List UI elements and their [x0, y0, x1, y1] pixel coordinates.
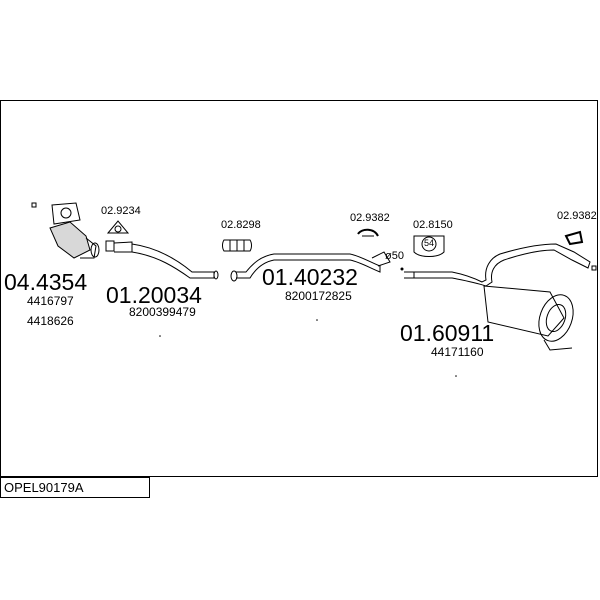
fitting-number-label: 02.8298 [221, 219, 261, 231]
fitting-number-label: 02.9382 [557, 210, 597, 222]
hanger-02-9382-b [564, 230, 584, 246]
dot-mark [455, 375, 457, 377]
part-number-label: 01.40232 [262, 264, 358, 290]
clamp-02-8298 [222, 239, 252, 252]
part-number-label: 01.60911 [400, 320, 495, 346]
dot-mark [400, 267, 404, 271]
dot-mark [159, 335, 161, 337]
fitting-number-label: 02.9382 [350, 212, 390, 224]
fitting-number-label: 02.9234 [101, 205, 141, 217]
hanger-02-9382-a [357, 228, 379, 237]
fitting-number-label: 02.8150 [413, 219, 453, 231]
part-ref-label: 44171160 [431, 345, 484, 359]
part-ref-label: 8200399479 [129, 305, 196, 319]
clamp-02-8150 [413, 235, 445, 257]
part-number-label: 04.4354 [4, 269, 88, 295]
part-number-label: 01.20034 [106, 282, 202, 308]
pipe-diameter-label: ø50 [385, 250, 404, 262]
diagram-frame [0, 100, 598, 477]
rear-silencer-01-60911 [404, 243, 591, 351]
clamp-size-label: 54 [424, 238, 435, 248]
dot-mark [316, 319, 318, 321]
pipe-bracket [371, 251, 391, 267]
part-ref-label: 4418626 [27, 314, 74, 328]
front-pipe-01-20034 [105, 240, 219, 280]
marker-square [31, 202, 37, 208]
gasket-02-9234 [106, 220, 130, 234]
catalytic-converter [49, 202, 100, 259]
marker-square [591, 265, 597, 271]
part-ref-label: 4416797 [27, 294, 74, 308]
part-ref-label: 8200172825 [285, 289, 352, 303]
intermediate-pipe-01-40232 [230, 253, 381, 282]
diagram-code: OPEL90179A [0, 477, 150, 498]
